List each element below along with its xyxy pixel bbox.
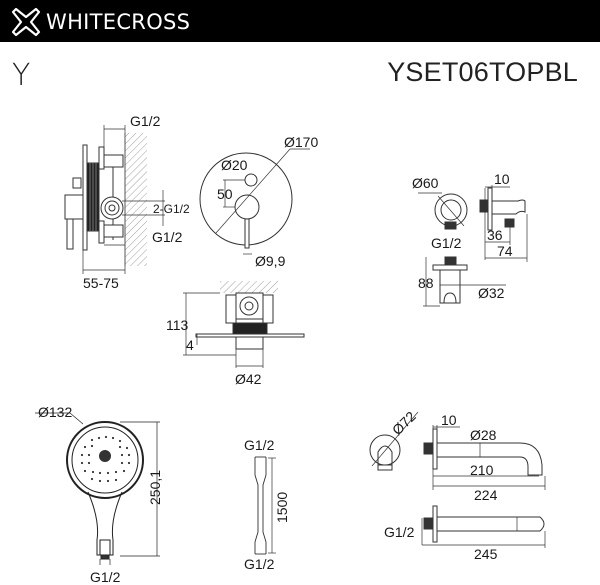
dim-spout-reach: 210 [470,462,494,478]
dim-holder-height: 88 [418,275,434,291]
dim-bottom-thread: G1/2 [152,229,183,245]
dim-hose-length: 1500 [274,492,290,523]
dim-spout-thread: G1/2 [384,524,415,540]
mixer-front-view [199,148,310,255]
dim-depth: 55-75 [83,275,119,291]
dim-plate-diameter: Ø170 [284,134,318,150]
dim-shower-thread: G1/2 [90,569,121,585]
dim-handle-diameter: Ø9,9 [255,253,286,269]
wall-outlet-view [418,185,528,307]
mixer-side-view [64,125,165,274]
dim-spout-total: 224 [474,487,498,503]
dim-plate-thickness: 4 [186,337,194,353]
dim-pipe-diameter: Ø28 [470,427,497,443]
dim-flange-diameter: Ø60 [412,175,439,191]
cross-outline-icon [11,7,41,37]
brand-header: WHITECROSS [0,0,600,42]
model-number: YSET06TOPBL [387,57,578,87]
dim-flange-thickness: 10 [494,171,510,187]
dim-hose-top-thread: G1/2 [244,437,275,453]
dim-spout-flange-diameter: Ø72 [389,408,419,438]
dim-head-diameter: Ø132 [38,404,72,420]
dim-body-diameter: Ø42 [235,371,262,387]
dim-outlet-offset: 36 [487,227,503,243]
series-label: Y [12,58,31,93]
dim-height: 113 [166,317,189,333]
dim-holder-diameter: Ø32 [478,285,505,301]
dim-outlet-depth: 74 [497,243,513,259]
logo: WHITECROSS [10,6,190,38]
dim-knob-diameter: Ø20 [221,157,248,173]
hose-view [254,456,276,555]
spout-view [369,411,546,548]
mixer-top-view [183,281,305,368]
dim-offset: 50 [217,186,233,202]
hand-shower-view [35,412,160,565]
dim-top-thread: G1/2 [130,113,161,129]
nozzle-grid [80,435,131,483]
spray-nozzles [99,450,111,462]
dim-spout-flange-thickness: 10 [441,412,457,428]
brand-name: WHITECROSS [46,10,191,34]
dim-outlets: 2-G1/2 [153,202,190,216]
dim-spout-overall: 245 [474,546,498,562]
dim-hose-bottom-thread: G1/2 [244,556,275,572]
dim-shower-length: 250,1 [147,470,163,505]
dim-outlet-thread: G1/2 [431,235,462,251]
